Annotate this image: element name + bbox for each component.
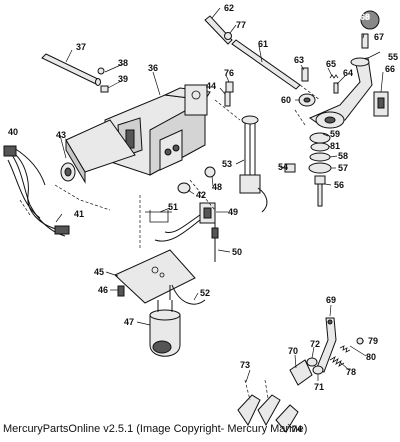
- part-37-rod: [41, 53, 101, 86]
- callout-46: 46: [98, 285, 108, 295]
- callout-54: 54: [278, 162, 288, 172]
- part-51-clip: [145, 210, 172, 223]
- part-64-pin: [333, 82, 339, 94]
- callout-62: 62: [224, 3, 234, 13]
- callout-38: 38: [118, 58, 128, 68]
- part-72-washer: [306, 357, 318, 367]
- part-40-wiring-harness: [3, 145, 70, 237]
- callout-49: 49: [228, 207, 238, 217]
- part-81-spacer: [310, 142, 330, 152]
- callout-73: 73: [240, 360, 250, 370]
- callout-63: 63: [294, 55, 304, 65]
- part-80-spring: [339, 345, 351, 353]
- part-76-stud: [225, 81, 234, 93]
- callout-79: 79: [368, 336, 378, 346]
- part-79-ball: [356, 337, 364, 345]
- callout-71: 71: [314, 382, 324, 392]
- image-copyright-caption: MercuryPartsOnline v2.5.1 (Image Copyrig…: [3, 423, 308, 435]
- callout-81: 81: [330, 141, 340, 151]
- callout-40: 40: [8, 127, 18, 137]
- part-36-housing: [104, 84, 211, 176]
- part-50-lead: [211, 222, 219, 262]
- part-69-link: [315, 317, 337, 373]
- part-42-bushing: [177, 182, 191, 194]
- callout-66: 66: [385, 64, 395, 74]
- callout-51: 51: [168, 202, 178, 212]
- leader-36: [152, 71, 161, 96]
- callout-52: 52: [200, 288, 210, 298]
- part-70-plate: [289, 359, 313, 386]
- part-65-spring: [329, 74, 339, 79]
- callout-55: 55: [388, 52, 398, 62]
- callout-68: 68: [360, 12, 370, 22]
- part-60-washer: [298, 93, 316, 107]
- callout-59: 59: [330, 129, 340, 139]
- callout-70: 70: [288, 346, 298, 356]
- callout-39: 39: [118, 74, 128, 84]
- callout-37: 37: [76, 42, 86, 52]
- callout-80: 80: [366, 352, 376, 362]
- callout-61: 61: [258, 39, 268, 49]
- callout-42: 42: [196, 190, 206, 200]
- callout-57: 57: [338, 163, 348, 173]
- part-mount-plate: [65, 119, 136, 184]
- leader-37: [65, 49, 73, 63]
- leader-53: [235, 159, 245, 165]
- part-66-indicator: [373, 91, 389, 117]
- callout-65: 65: [326, 59, 336, 69]
- part-56-bolt: [314, 175, 326, 207]
- part-73-74-levers: [237, 379, 299, 433]
- part-77-nut: [224, 32, 232, 40]
- part-46-screw: [117, 285, 125, 297]
- callout-36: 36: [148, 63, 158, 73]
- callout-47: 47: [124, 317, 134, 327]
- callout-76: 76: [224, 68, 234, 78]
- callout-41: 41: [74, 209, 84, 219]
- part-61-rod: [231, 39, 321, 101]
- part-44-pin: [224, 91, 231, 107]
- part-53-harness: [239, 115, 268, 213]
- callout-56: 56: [334, 180, 344, 190]
- part-57-bushing: [308, 162, 332, 174]
- part-39-nut: [100, 85, 109, 93]
- part-38-washer: [97, 67, 105, 75]
- part-78-spring: [329, 356, 345, 367]
- part-43-grommet: [60, 162, 76, 182]
- part-63-pin: [301, 67, 309, 82]
- part-55-lever: [308, 57, 373, 129]
- callout-53: 53: [222, 159, 232, 169]
- callout-74: 74: [292, 424, 302, 434]
- part-67-shaft: [361, 33, 369, 49]
- callout-43: 43: [56, 130, 66, 140]
- callout-64: 64: [343, 68, 353, 78]
- part-45-plate: [114, 249, 196, 304]
- callout-69: 69: [326, 295, 336, 305]
- callout-78: 78: [346, 367, 356, 377]
- leader-lines: [54, 7, 384, 429]
- part-52-wire: [169, 284, 206, 305]
- callout-72: 72: [310, 339, 320, 349]
- callout-67: 67: [374, 32, 384, 42]
- part-47-solenoid: [149, 300, 181, 357]
- callout-48: 48: [212, 182, 222, 192]
- callout-labels: 37 38 39 36 40 43 41 42 48 51 49 50 45 4…: [8, 3, 398, 434]
- part-48-cap: [204, 166, 216, 178]
- part-68-knob: [360, 10, 380, 30]
- part-59-bushing: [309, 132, 331, 144]
- leader-41: [55, 213, 63, 223]
- part-71-spacer: [312, 365, 324, 375]
- callout-77: 77: [236, 20, 246, 30]
- part-49-switch: [154, 202, 216, 242]
- part-58-washer: [309, 152, 331, 162]
- callout-45: 45: [94, 267, 104, 277]
- callout-60: 60: [281, 95, 291, 105]
- callout-50: 50: [232, 247, 242, 257]
- callout-44: 44: [206, 81, 216, 91]
- callout-58: 58: [338, 151, 348, 161]
